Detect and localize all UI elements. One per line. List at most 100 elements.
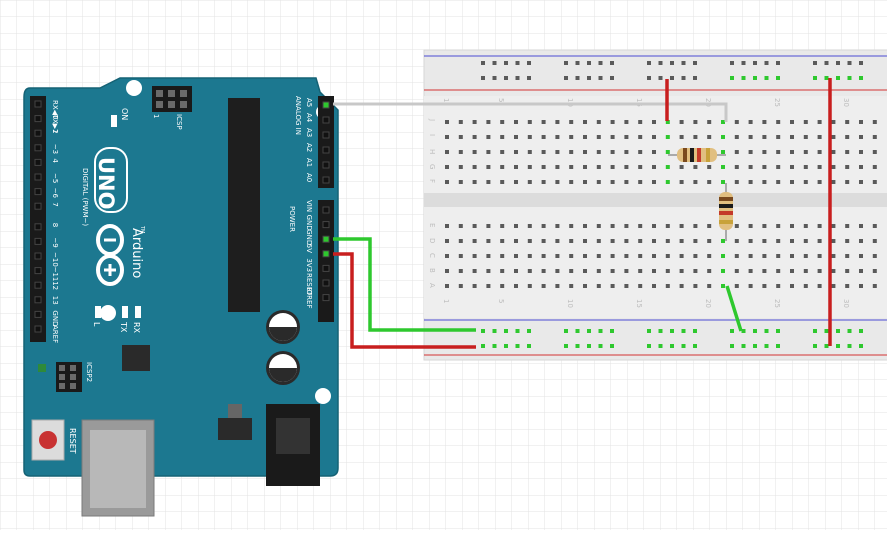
- digital-pin[interactable]: [34, 325, 42, 333]
- breadboard-hole[interactable]: [445, 239, 449, 243]
- breadboard-hole[interactable]: [859, 224, 863, 228]
- breadboard-hole[interactable]: [665, 284, 670, 288]
- breadboard-hole[interactable]: [776, 135, 781, 139]
- rail-hole[interactable]: [527, 76, 531, 80]
- breadboard-hole[interactable]: [872, 254, 877, 258]
- breadboard-hole[interactable]: [624, 269, 629, 273]
- wire-5v[interactable]: [333, 252, 476, 349]
- rail-hole[interactable]: [575, 344, 580, 348]
- breadboard-hole[interactable]: [707, 165, 712, 169]
- breadboard-hole[interactable]: [610, 165, 615, 169]
- breadboard-hole[interactable]: [638, 224, 643, 228]
- rail-hole[interactable]: [836, 344, 840, 348]
- breadboard-hole[interactable]: [679, 180, 684, 184]
- rail-hole[interactable]: [564, 76, 568, 80]
- breadboard-hole[interactable]: [486, 284, 491, 288]
- breadboard-hole[interactable]: [707, 224, 712, 228]
- power-pin[interactable]: [322, 279, 330, 287]
- power-pin[interactable]: [322, 235, 330, 243]
- breadboard-hole[interactable]: [555, 284, 560, 288]
- breadboard-hole[interactable]: [555, 224, 560, 228]
- breadboard-hole[interactable]: [679, 254, 684, 258]
- breadboard-hole[interactable]: [776, 254, 781, 258]
- breadboard-hole[interactable]: [445, 135, 449, 139]
- breadboard-hole[interactable]: [486, 135, 491, 139]
- breadboard-hole[interactable]: [707, 239, 712, 243]
- breadboard-hole[interactable]: [569, 165, 574, 169]
- breadboard-hole[interactable]: [872, 284, 877, 288]
- breadboard-hole[interactable]: [859, 120, 863, 124]
- breadboard-hole[interactable]: [790, 239, 794, 243]
- digital-pin-column[interactable]: [34, 100, 42, 333]
- analog-pin[interactable]: [322, 161, 330, 169]
- breadboard-hole[interactable]: [638, 150, 643, 154]
- power-pin-column[interactable]: [322, 206, 330, 302]
- rail-hole[interactable]: [670, 76, 674, 80]
- breadboard-hole[interactable]: [721, 254, 725, 258]
- breadboard-hole[interactable]: [458, 239, 463, 243]
- breadboard-hole[interactable]: [679, 269, 684, 273]
- rail-hole[interactable]: [515, 76, 520, 80]
- breadboard-hole[interactable]: [665, 239, 670, 243]
- breadboard-hole[interactable]: [721, 269, 725, 273]
- breadboard-hole[interactable]: [583, 284, 587, 288]
- breadboard-hole[interactable]: [458, 269, 463, 273]
- breadboard-hole[interactable]: [458, 150, 463, 154]
- breadboard-hole[interactable]: [693, 180, 698, 184]
- breadboard-hole[interactable]: [693, 254, 698, 258]
- breadboard-hole[interactable]: [569, 120, 574, 124]
- breadboard-hole[interactable]: [652, 180, 656, 184]
- breadboard-hole[interactable]: [762, 135, 767, 139]
- breadboard-hole[interactable]: [458, 135, 463, 139]
- breadboard-hole[interactable]: [707, 180, 712, 184]
- breadboard-hole[interactable]: [514, 120, 518, 124]
- rail-hole[interactable]: [681, 344, 686, 348]
- breadboard-hole[interactable]: [500, 180, 505, 184]
- rail-hole[interactable]: [670, 329, 674, 333]
- breadboard-hole[interactable]: [583, 180, 587, 184]
- breadboard-hole[interactable]: [596, 165, 601, 169]
- breadboard-hole[interactable]: [790, 135, 794, 139]
- power-pin[interactable]: [322, 206, 330, 214]
- rail-hole[interactable]: [753, 344, 757, 348]
- rail-hole[interactable]: [741, 329, 746, 333]
- breadboard-hole[interactable]: [541, 165, 546, 169]
- rail-hole[interactable]: [836, 76, 840, 80]
- breadboard-hole[interactable]: [859, 180, 863, 184]
- breadboard-hole[interactable]: [500, 120, 505, 124]
- power-pin[interactable]: [322, 250, 330, 258]
- breadboard-hole[interactable]: [859, 239, 863, 243]
- breadboard-hole[interactable]: [721, 150, 725, 154]
- breadboard-hole[interactable]: [721, 135, 725, 139]
- rail-hole[interactable]: [693, 329, 697, 333]
- breadboard-hole[interactable]: [652, 120, 656, 124]
- breadboard-hole[interactable]: [872, 239, 877, 243]
- breadboard-hole[interactable]: [803, 165, 808, 169]
- breadboard-hole[interactable]: [486, 180, 491, 184]
- breadboard-hole[interactable]: [514, 224, 518, 228]
- breadboard-hole[interactable]: [638, 284, 643, 288]
- breadboard-hole[interactable]: [803, 120, 808, 124]
- breadboard-hole[interactable]: [707, 135, 712, 139]
- breadboard-hole[interactable]: [527, 269, 532, 273]
- breadboard-hole[interactable]: [817, 150, 822, 154]
- breadboard-hole[interactable]: [610, 120, 615, 124]
- breadboard-hole[interactable]: [652, 269, 656, 273]
- rail-hole[interactable]: [515, 344, 520, 348]
- wire-col20-to-rail[interactable]: [725, 285, 743, 332]
- breadboard-hole[interactable]: [734, 135, 739, 139]
- breadboard-hole[interactable]: [596, 120, 601, 124]
- rail-hole[interactable]: [824, 76, 829, 80]
- breadboard-hole[interactable]: [831, 165, 836, 169]
- breadboard-hole[interactable]: [472, 254, 477, 258]
- rail-hole[interactable]: [527, 61, 531, 65]
- rail-hole[interactable]: [813, 344, 817, 348]
- breadboard-hole[interactable]: [817, 239, 822, 243]
- breadboard-hole[interactable]: [583, 239, 587, 243]
- breadboard-hole[interactable]: [527, 165, 532, 169]
- rail-hole[interactable]: [481, 61, 485, 65]
- rail-hole[interactable]: [824, 329, 829, 333]
- breadboard-hole[interactable]: [555, 165, 560, 169]
- breadboard-hole[interactable]: [486, 239, 491, 243]
- breadboard-hole[interactable]: [583, 224, 587, 228]
